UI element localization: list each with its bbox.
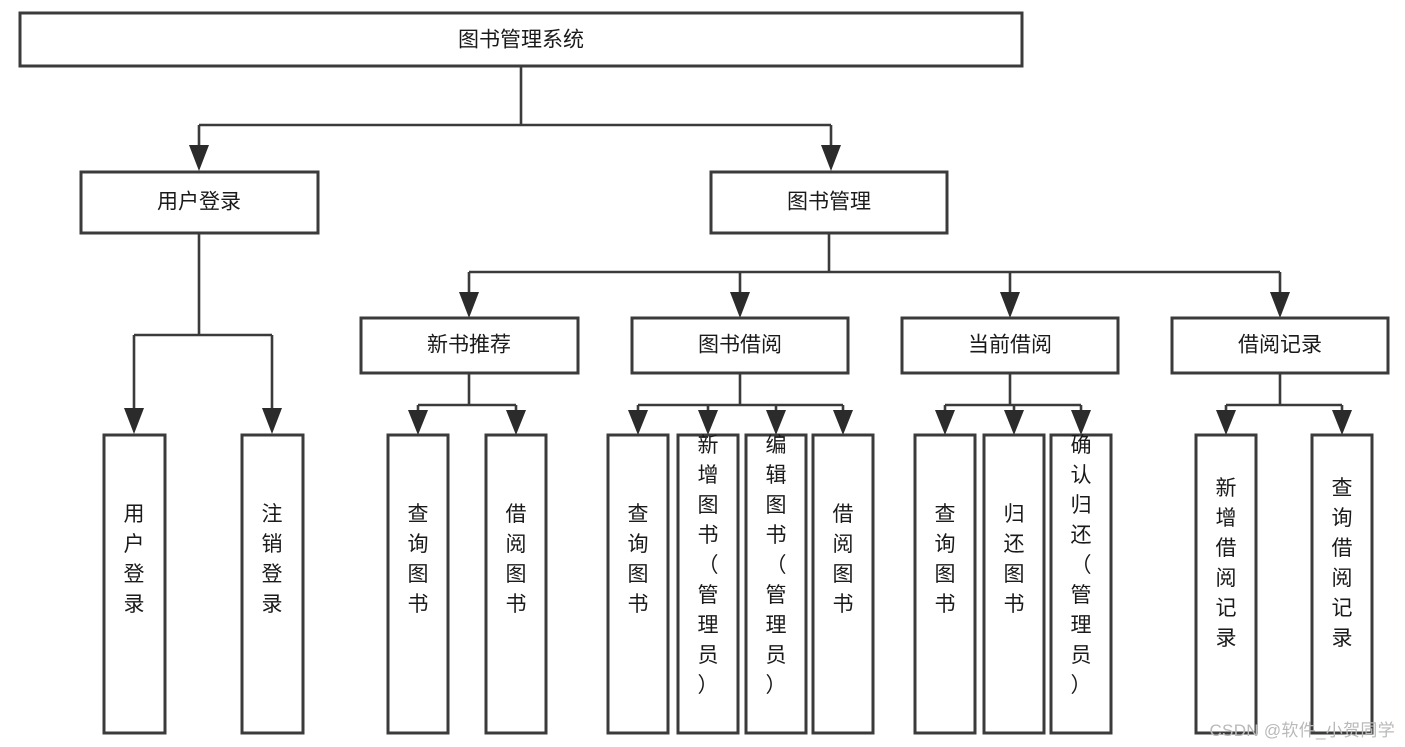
leaf-user-login-login-label: 用户登录 (124, 503, 145, 616)
leaf-book-borrow-edit-box (744, 433, 808, 735)
node-user-login-box (79, 170, 320, 235)
arrow-head-userlogin (189, 145, 209, 171)
arrow-head-leaf-user-logout (262, 408, 282, 434)
arrow-head-borrow-record (1270, 292, 1290, 318)
arrow-head-bookmgmt (821, 145, 841, 171)
arrow-head-leaf-bookborrow-4 (833, 410, 853, 435)
node-borrow-record[interactable]: 借阅记录 (1170, 316, 1390, 375)
node-root-label: 图书管理系统 (458, 29, 584, 52)
leaf-new-book-borrow[interactable]: 借阅图书 (484, 433, 548, 735)
arrow-head-leaf-bookborrow-1 (628, 410, 648, 435)
leaf-borrow-record-add[interactable]: 新增借阅记录 (1194, 433, 1258, 735)
leaf-book-borrow-add-label: 新增图书（管理员） (698, 434, 719, 697)
leaf-new-book-query[interactable]: 查询图书 (386, 433, 450, 735)
leaf-borrow-record-query-label: 查询借阅记录 (1332, 477, 1353, 650)
node-book-management-label: 图书管理 (787, 191, 871, 214)
node-root-box (18, 11, 1024, 68)
connector-layer (124, 66, 1352, 435)
node-book-management-box (709, 170, 949, 235)
arrow-head-leaf-currentborrow-2 (1004, 410, 1024, 435)
leaf-book-borrow-query[interactable]: 查询图书 (606, 433, 670, 735)
leaf-current-borrow-confirm-return-label: 确认归还（管理员） (1071, 434, 1092, 697)
node-new-book-recommend[interactable]: 新书推荐 (359, 316, 580, 375)
node-user-login-label: 用户登录 (157, 191, 241, 214)
leaf-current-borrow-return[interactable]: 归还图书 (982, 433, 1046, 735)
arrow-head-leaf-bookborrow-3 (766, 410, 786, 435)
leaf-borrow-record-query-box (1310, 433, 1374, 735)
node-book-borrow-label: 图书借阅 (698, 334, 782, 357)
node-book-management[interactable]: 图书管理 (709, 170, 949, 235)
leaf-book-borrow-borrow-label: 借阅图书 (833, 503, 854, 616)
node-user-login[interactable]: 用户登录 (79, 170, 320, 235)
leaf-book-borrow-add-box (676, 433, 740, 735)
node-root-book-management-system[interactable]: 图书管理系统 (18, 11, 1024, 68)
leaf-borrow-record-query[interactable]: 查询借阅记录 (1310, 433, 1374, 735)
leaf-borrow-record-add-label: 新增借阅记录 (1216, 477, 1237, 650)
csdn-watermark: CSDN @软件_小贺同学 (1209, 721, 1395, 740)
leaf-user-login-logout-label: 注销登录 (262, 503, 283, 616)
leaf-current-borrow-return-box (982, 433, 1046, 735)
arrow-head-leaf-bookborrow-2 (698, 410, 718, 435)
leaf-current-borrow-query-label: 查询图书 (935, 503, 956, 616)
leaf-current-borrow-confirm-return[interactable]: 确认归还（管理员） (1049, 433, 1113, 735)
leaf-book-borrow-borrow-box (811, 433, 875, 735)
leaf-current-borrow-query-box (913, 433, 977, 735)
arrow-head-leaf-newbook-2 (506, 410, 526, 435)
leaf-book-borrow-borrow[interactable]: 借阅图书 (811, 433, 875, 735)
node-current-borrow[interactable]: 当前借阅 (900, 316, 1120, 375)
node-borrow-record-box (1170, 316, 1390, 375)
arrow-head-leaf-borrowrecord-2 (1332, 410, 1352, 435)
arrow-head-leaf-newbook-1 (408, 410, 428, 435)
leaf-user-login-logout-box (240, 433, 305, 735)
leaf-book-borrow-edit-label: 编辑图书（管理员） (766, 434, 787, 697)
leaf-current-borrow-confirm-return-box (1049, 433, 1113, 735)
leaf-book-borrow-add[interactable]: 新增图书（管理员） (676, 433, 740, 735)
arrow-head-new-book (459, 292, 479, 318)
leaf-new-book-query-box (386, 433, 450, 735)
arrow-head-book-borrow (730, 292, 750, 318)
node-new-book-recommend-box (359, 316, 580, 375)
leaf-new-book-borrow-box (484, 433, 548, 735)
node-borrow-record-label: 借阅记录 (1238, 334, 1322, 357)
leaf-current-borrow-return-label: 归还图书 (1004, 503, 1025, 616)
leaf-new-book-query-label: 查询图书 (408, 503, 429, 616)
leaf-book-borrow-query-label: 查询图书 (628, 503, 649, 616)
leaf-user-login-login-box (102, 433, 167, 735)
node-book-borrow-box (630, 316, 850, 375)
node-book-borrow[interactable]: 图书借阅 (630, 316, 850, 375)
leaf-user-login-logout[interactable]: 注销登录 (240, 433, 305, 735)
arrow-head-leaf-borrowrecord-1 (1216, 410, 1236, 435)
leaf-new-book-borrow-label: 借阅图书 (506, 503, 527, 616)
arrow-head-leaf-currentborrow-3 (1071, 410, 1091, 435)
arrow-head-leaf-currentborrow-1 (935, 410, 955, 435)
leaf-book-borrow-query-box (606, 433, 670, 735)
leaf-user-login-login[interactable]: 用户登录 (102, 433, 167, 735)
node-current-borrow-label: 当前借阅 (968, 334, 1052, 357)
node-current-borrow-box (900, 316, 1120, 375)
leaf-borrow-record-add-box (1194, 433, 1258, 735)
arrow-head-current-borrow (1000, 292, 1020, 318)
node-new-book-recommend-label: 新书推荐 (427, 334, 511, 357)
leaf-current-borrow-query[interactable]: 查询图书 (913, 433, 977, 735)
leaf-book-borrow-edit[interactable]: 编辑图书（管理员） (744, 433, 808, 735)
arrow-head-leaf-user-login (124, 408, 144, 434)
